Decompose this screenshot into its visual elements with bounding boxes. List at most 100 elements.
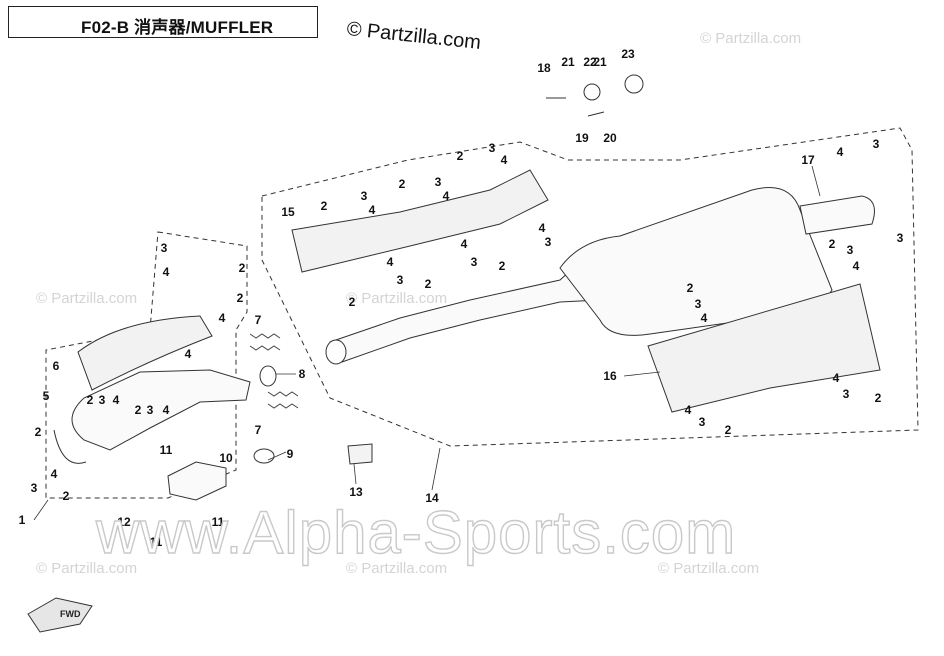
watermark-small: © Partzilla.com (658, 560, 760, 577)
callout-2: 2 (725, 423, 732, 437)
group-outline-main (261, 127, 919, 447)
callout-3: 3 (699, 415, 706, 429)
muffler-heat-shield (647, 283, 881, 413)
callout-9: 9 (287, 447, 294, 461)
callout-2: 2 (399, 177, 406, 191)
mount-bracket (167, 461, 227, 501)
callout-4: 4 (539, 221, 546, 235)
callout-2: 2 (87, 393, 94, 407)
callout-4: 4 (387, 255, 394, 269)
callout-14: 14 (425, 491, 439, 505)
callout-18: 18 (537, 61, 551, 75)
callout-17: 17 (801, 153, 815, 167)
callout-3: 3 (471, 255, 478, 269)
heat-shield-15 (291, 169, 549, 273)
callout-4: 4 (163, 265, 170, 279)
diagram-title: F02-B 消声器/MUFFLER (81, 18, 274, 37)
callout-21: 21 (593, 55, 607, 69)
callout-2: 2 (35, 425, 42, 439)
watermark-small: © Partzilla.com (346, 290, 448, 307)
callout-1: 1 (19, 513, 26, 527)
callout-4: 4 (369, 203, 376, 217)
callout-2: 2 (237, 291, 244, 305)
callout-2: 2 (457, 149, 464, 163)
muffler-body (559, 187, 833, 336)
gasket-8 (259, 365, 277, 387)
watermark-small: © Partzilla.com (346, 560, 448, 577)
callout-20: 20 (603, 131, 617, 145)
tail-pipe (799, 195, 875, 235)
callout-3: 3 (31, 481, 38, 495)
watermark-small: © Partzilla.com (700, 30, 802, 47)
heat-shield-left (77, 315, 213, 391)
callout-11: 11 (150, 535, 163, 549)
callout-3: 3 (847, 243, 854, 257)
callout-4: 4 (443, 189, 450, 203)
callout-4: 4 (501, 153, 508, 167)
callout-11: 11 (212, 515, 225, 529)
fwd-arrow (27, 597, 93, 633)
callout-3: 3 (873, 137, 880, 151)
springs (249, 333, 299, 409)
callout-4: 4 (219, 311, 226, 325)
callout-2: 2 (349, 295, 356, 309)
callout-4: 4 (51, 467, 58, 481)
part-22 (583, 83, 601, 101)
callout-labels: 1 2 3 4 5 6 7 8 9 10 11 12 13 14 15 16 1… (19, 47, 904, 619)
callout-3: 3 (695, 297, 702, 311)
header-pipe (71, 369, 251, 451)
callout-4: 4 (837, 145, 844, 159)
bolt-19 (587, 111, 605, 117)
diagram-title-box: F02-B 消声器/MUFFLER (8, 6, 318, 38)
callout-4: 4 (853, 259, 860, 273)
callout-3: 3 (897, 231, 904, 245)
leader-lines (33, 165, 821, 521)
callout-10: 10 (219, 451, 233, 465)
mid-pipe (329, 261, 601, 363)
callout-3: 3 (435, 175, 442, 189)
group-outline-left (45, 231, 248, 499)
callout-2: 2 (239, 261, 246, 275)
callout-3: 3 (161, 241, 168, 255)
callout-8: 8 (299, 367, 306, 381)
callout-4: 4 (163, 403, 170, 417)
callout-2: 2 (687, 281, 694, 295)
callout-13: 13 (349, 485, 363, 499)
callout-3: 3 (545, 235, 552, 249)
callout-2: 2 (63, 489, 70, 503)
watermark-large: www.Alpha-Sports.com (95, 498, 737, 566)
callout-2: 2 (425, 277, 432, 291)
watermark-small: © Partzilla.com (36, 560, 138, 577)
callout-16: 16 (603, 369, 617, 383)
callout-12: 12 (117, 515, 131, 529)
callout-2: 2 (321, 199, 328, 213)
callout-3: 3 (147, 403, 154, 417)
callout-21: 21 (561, 55, 575, 69)
watermark-small: © Partzilla.com (36, 290, 138, 307)
callout-7: 7 (255, 423, 262, 437)
callout-23: 23 (621, 47, 635, 61)
callout-4: 4 (685, 403, 692, 417)
callout-3: 3 (361, 189, 368, 203)
callout-15: 15 (281, 205, 295, 219)
callout-19: 19 (575, 131, 589, 145)
callout-6: 6 (53, 359, 60, 373)
callout-3: 3 (397, 273, 404, 287)
callout-5: 5 (43, 389, 50, 403)
callout-3: 3 (99, 393, 106, 407)
callout-3: 3 (843, 387, 850, 401)
callout-3: 3 (489, 141, 496, 155)
callout-4: 4 (113, 393, 120, 407)
callout-2: 2 (875, 391, 882, 405)
callout-4: 4 (833, 371, 840, 385)
callout-4: 4 (185, 347, 192, 361)
callout-4: 4 (461, 237, 468, 251)
callout-2: 2 (829, 237, 836, 251)
callout-2: 2 (499, 259, 506, 273)
rubber-grommet (347, 443, 373, 465)
gasket-9 (253, 448, 275, 464)
fwd-label: FWD (60, 609, 81, 619)
part-23 (624, 74, 644, 94)
